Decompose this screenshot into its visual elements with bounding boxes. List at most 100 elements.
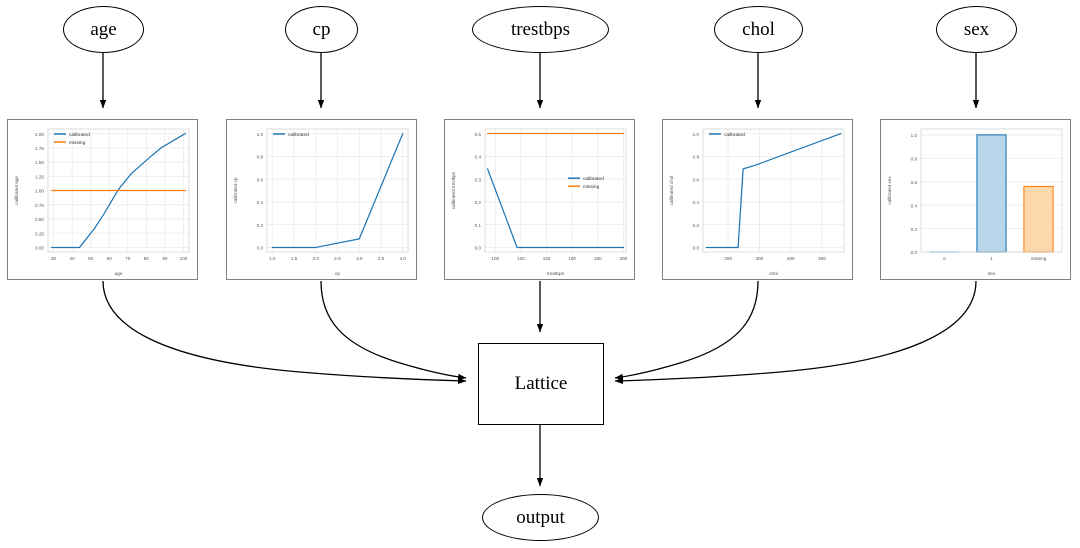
svg-text:0.4: 0.4 bbox=[911, 203, 918, 208]
svg-text:3.5: 3.5 bbox=[378, 256, 385, 261]
svg-text:0.0: 0.0 bbox=[911, 250, 918, 255]
svg-text:0.8: 0.8 bbox=[911, 156, 918, 161]
svg-text:calibrated sex: calibrated sex bbox=[887, 176, 892, 205]
svg-text:30: 30 bbox=[51, 256, 57, 261]
svg-text:calibrated: calibrated bbox=[583, 176, 604, 182]
svg-text:2.5: 2.5 bbox=[334, 256, 341, 261]
svg-text:0.8: 0.8 bbox=[257, 155, 264, 160]
svg-text:0.0: 0.0 bbox=[475, 246, 482, 251]
svg-text:120: 120 bbox=[517, 256, 525, 261]
edge-cp-plot-to-lattice bbox=[320, 280, 467, 381]
svg-text:0.6: 0.6 bbox=[257, 177, 264, 182]
svg-text:calibrated age: calibrated age bbox=[14, 176, 19, 205]
svg-text:1.00: 1.00 bbox=[35, 189, 44, 194]
svg-text:0.50: 0.50 bbox=[35, 217, 44, 222]
svg-text:60: 60 bbox=[107, 256, 113, 261]
svg-text:0.4: 0.4 bbox=[475, 155, 482, 160]
node-trestbps-label: trestbps bbox=[510, 18, 571, 40]
edge-sex-plot-to-lattice bbox=[614, 280, 977, 384]
node-sex[interactable]: sex bbox=[936, 6, 1017, 53]
svg-text:400: 400 bbox=[787, 256, 795, 261]
plot-trestbps-canvas: 0.0 0.1 0.2 0.3 0.4 0.5 calibrated trestbps 100… bbox=[445, 120, 634, 279]
svg-text:0.0: 0.0 bbox=[257, 246, 264, 251]
svg-text:3.0: 3.0 bbox=[356, 256, 363, 261]
svg-text:0.8: 0.8 bbox=[693, 155, 700, 160]
svg-text:chol: chol bbox=[769, 271, 778, 277]
svg-text:0.00: 0.00 bbox=[35, 246, 44, 251]
plot-panel-chol[interactable]: 0.0 0.2 0.4 0.6 0.8 1.0 calibrated chol 200 300 4… bbox=[662, 119, 853, 280]
node-lattice[interactable]: Lattice bbox=[478, 343, 604, 425]
svg-text:sex: sex bbox=[988, 272, 996, 277]
node-age[interactable]: age bbox=[63, 6, 144, 53]
svg-text:calibrated chol: calibrated chol bbox=[669, 176, 674, 206]
svg-text:500: 500 bbox=[818, 256, 826, 261]
plot-chol-canvas: 0.0 0.2 0.4 0.6 0.8 1.0 calibrated chol 200 300 4… bbox=[663, 120, 852, 279]
svg-text:1: 1 bbox=[990, 256, 993, 261]
svg-text:50: 50 bbox=[88, 256, 94, 261]
node-chol-label: chol bbox=[742, 18, 775, 40]
svg-text:calibrated trestbps: calibrated trestbps bbox=[451, 171, 456, 209]
svg-text:1.25: 1.25 bbox=[35, 174, 44, 179]
node-trestbps[interactable]: trestbps bbox=[472, 6, 609, 53]
svg-text:0.2: 0.2 bbox=[911, 227, 918, 232]
edge-age-plot-to-lattice bbox=[102, 280, 467, 384]
svg-text:80: 80 bbox=[144, 256, 150, 261]
svg-text:cp: cp bbox=[335, 272, 340, 277]
svg-text:missing: missing bbox=[1031, 256, 1047, 261]
svg-text:1.50: 1.50 bbox=[35, 160, 44, 165]
svg-text:2.00: 2.00 bbox=[35, 132, 44, 137]
plot-age-canvas: 0.00 0.25 0.50 0.75 1.00 1.25 1.50 1.75 2.00 cali… bbox=[8, 120, 197, 279]
svg-text:1.0: 1.0 bbox=[911, 133, 918, 138]
svg-text:300: 300 bbox=[756, 256, 764, 261]
svg-text:0.2: 0.2 bbox=[693, 223, 700, 228]
svg-text:140: 140 bbox=[543, 256, 551, 261]
svg-text:90: 90 bbox=[162, 256, 168, 261]
svg-text:missing: missing bbox=[583, 184, 600, 190]
svg-text:age: age bbox=[114, 272, 122, 277]
svg-text:1.0: 1.0 bbox=[693, 132, 700, 137]
plot-sex-canvas: 0.0 0.2 0.4 0.6 0.8 1.0 calibrated sex 0 1 missin… bbox=[881, 120, 1070, 279]
node-chol[interactable]: chol bbox=[714, 6, 803, 53]
svg-text:calibrated cp: calibrated cp bbox=[233, 177, 238, 203]
svg-text:0.1: 0.1 bbox=[475, 223, 482, 228]
svg-text:0.25: 0.25 bbox=[35, 231, 44, 236]
svg-text:1.75: 1.75 bbox=[35, 146, 44, 151]
svg-text:calibrated: calibrated bbox=[288, 132, 309, 138]
svg-text:100: 100 bbox=[491, 256, 499, 261]
svg-text:200: 200 bbox=[724, 256, 732, 261]
node-cp[interactable]: cp bbox=[285, 6, 358, 53]
svg-text:0.5: 0.5 bbox=[475, 132, 482, 137]
svg-text:0.6: 0.6 bbox=[693, 177, 700, 182]
svg-text:0.0: 0.0 bbox=[693, 246, 700, 251]
svg-text:0.3: 0.3 bbox=[475, 177, 482, 182]
svg-text:1.5: 1.5 bbox=[291, 256, 298, 261]
svg-text:0.2: 0.2 bbox=[257, 223, 264, 228]
plot-panel-trestbps[interactable]: 0.0 0.1 0.2 0.3 0.4 0.5 calibrated trestbps 100… bbox=[444, 119, 635, 280]
svg-text:trestbps: trestbps bbox=[547, 271, 565, 277]
plot-panel-sex[interactable]: 0.0 0.2 0.4 0.6 0.8 1.0 calibrated sex 0 1 missin… bbox=[880, 119, 1071, 280]
svg-text:0.6: 0.6 bbox=[911, 180, 918, 185]
svg-text:calibrated: calibrated bbox=[69, 132, 90, 138]
svg-text:0: 0 bbox=[943, 256, 946, 261]
svg-text:1.0: 1.0 bbox=[269, 256, 276, 261]
svg-text:0.75: 0.75 bbox=[35, 203, 44, 208]
svg-text:0.2: 0.2 bbox=[475, 200, 482, 205]
svg-text:40: 40 bbox=[70, 256, 76, 261]
svg-text:200: 200 bbox=[620, 256, 628, 261]
edge-chol-plot-to-lattice bbox=[614, 280, 759, 381]
svg-text:missing: missing bbox=[69, 140, 86, 146]
svg-text:180: 180 bbox=[594, 256, 602, 261]
node-output[interactable]: output bbox=[482, 494, 599, 541]
svg-text:70: 70 bbox=[125, 256, 131, 261]
plot-panel-age[interactable]: 0.00 0.25 0.50 0.75 1.00 1.25 1.50 1.75 2.00 cali… bbox=[7, 119, 198, 280]
svg-text:100: 100 bbox=[180, 256, 188, 261]
node-cp-label: cp bbox=[312, 18, 331, 40]
svg-text:0.4: 0.4 bbox=[257, 200, 264, 205]
node-age-label: age bbox=[90, 18, 117, 40]
node-lattice-label: Lattice bbox=[514, 373, 568, 394]
node-sex-label: sex bbox=[963, 18, 990, 40]
svg-text:0.4: 0.4 bbox=[693, 200, 700, 205]
